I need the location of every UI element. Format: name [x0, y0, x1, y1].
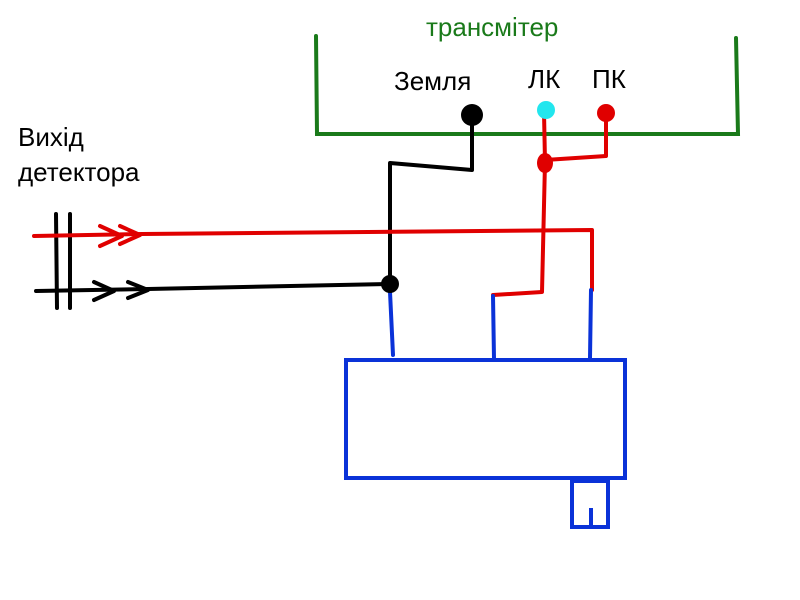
ground-connector-arrow-2 [126, 280, 150, 300]
signal-connector-arrow-1 [98, 224, 124, 248]
left-channel-label: ЛК [528, 64, 561, 94]
ground-junction [381, 275, 399, 293]
signal-connector-arrow-2 [118, 224, 142, 246]
module-leads [388, 288, 593, 361]
detector-output-label-line2: детектора [18, 157, 140, 188]
module-box [344, 358, 627, 480]
right-channel-terminal [597, 104, 615, 122]
ground-connector-arrow-1 [92, 280, 116, 302]
module-lead-channel [491, 294, 496, 361]
detector-ground-line [34, 282, 392, 293]
ground-label: Земля [394, 66, 472, 96]
ground-wire [34, 114, 474, 310]
detector-output-label-line1: Вихід [18, 122, 84, 152]
module-connector-box [570, 479, 610, 529]
transmitter-label: трансмітер [426, 12, 559, 42]
right-channel-lead [543, 112, 608, 162]
channel-junction [537, 153, 553, 173]
module-lead-ground [388, 290, 395, 357]
right-channel-label: ПК [592, 64, 626, 94]
detector-signal-line [32, 228, 594, 292]
transmitter-frame [314, 34, 741, 136]
left-channel-terminal [537, 101, 555, 119]
detector-output-label: Вихід детектора [18, 120, 140, 190]
channel-to-module-wire [491, 160, 547, 297]
ground-wire-from-terminal [388, 114, 474, 286]
module-lead-signal [588, 288, 593, 360]
ground-terminal [461, 104, 483, 126]
transmitter-frame-outline [314, 34, 741, 136]
signal-wire [32, 110, 608, 297]
ground-break-mark-1 [54, 212, 59, 310]
module [344, 358, 627, 529]
